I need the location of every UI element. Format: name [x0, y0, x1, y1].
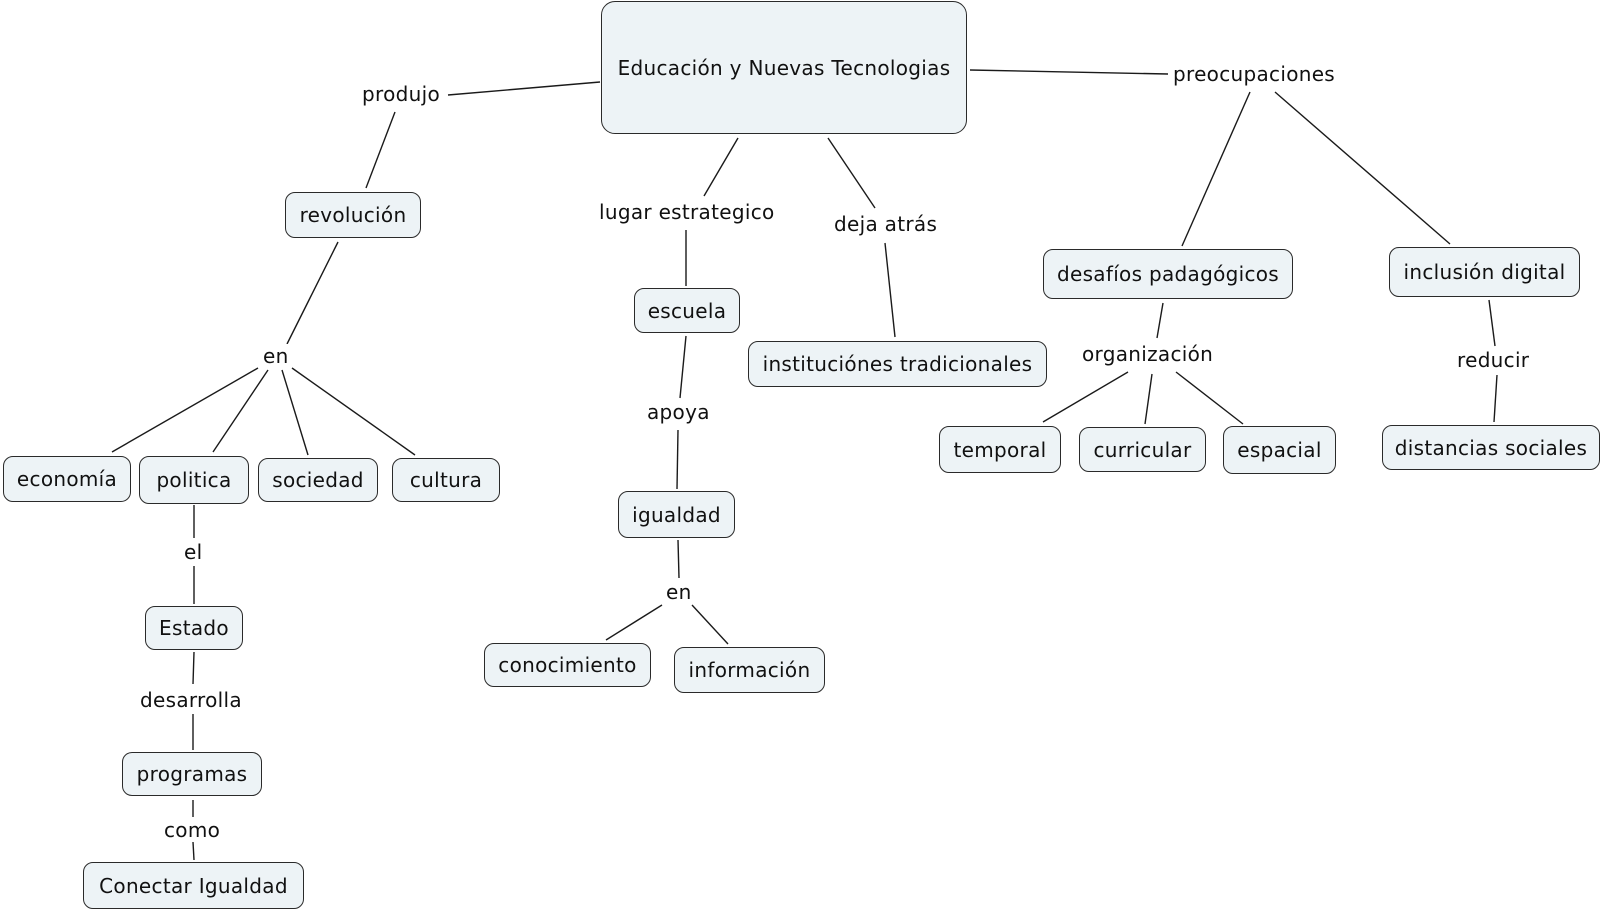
- concept-sociedad[interactable]: sociedad: [258, 458, 378, 502]
- link-desarrolla: desarrolla: [137, 688, 245, 712]
- concept-curricular[interactable]: curricular: [1079, 427, 1206, 472]
- concept-economia[interactable]: economía: [3, 456, 131, 502]
- concept-revolucion[interactable]: revolución: [285, 192, 421, 238]
- concept-conectar-igualdad[interactable]: Conectar Igualdad: [83, 862, 304, 909]
- concept-espacial[interactable]: espacial: [1223, 426, 1336, 474]
- concept-escuela[interactable]: escuela: [634, 288, 740, 333]
- link-lugar-estrategico: lugar estrategico: [596, 200, 778, 224]
- concept-informacion[interactable]: información: [674, 647, 825, 693]
- link-en-igualdad: en: [663, 580, 695, 604]
- concept-desafios[interactable]: desafíos padagógicos: [1043, 249, 1293, 299]
- link-deja-atras: deja atrás: [831, 212, 941, 236]
- link-organizacion: organización: [1079, 342, 1217, 366]
- concept-root[interactable]: Educación y Nuevas Tecnologias: [601, 1, 967, 134]
- link-produjo: produjo: [359, 82, 443, 106]
- link-reducir: reducir: [1454, 348, 1533, 372]
- link-apoya: apoya: [644, 400, 713, 424]
- concept-instituciones[interactable]: instituciónes tradicionales: [748, 341, 1047, 387]
- link-el: el: [181, 540, 206, 564]
- link-preocupaciones: preocupaciones: [1170, 62, 1339, 86]
- link-como: como: [161, 818, 224, 842]
- concept-programas[interactable]: programas: [122, 752, 262, 796]
- concept-cultura[interactable]: cultura: [392, 458, 500, 502]
- concept-temporal[interactable]: temporal: [939, 426, 1061, 473]
- link-en-revolucion: en: [260, 344, 292, 368]
- concept-politica[interactable]: politica: [139, 456, 249, 504]
- concept-estado[interactable]: Estado: [145, 606, 243, 650]
- concept-inclusion-digital[interactable]: inclusión digital: [1389, 247, 1580, 297]
- concept-conocimiento[interactable]: conocimiento: [484, 643, 651, 687]
- concept-igualdad[interactable]: igualdad: [618, 491, 735, 538]
- concept-distancias-sociales[interactable]: distancias sociales: [1382, 425, 1600, 470]
